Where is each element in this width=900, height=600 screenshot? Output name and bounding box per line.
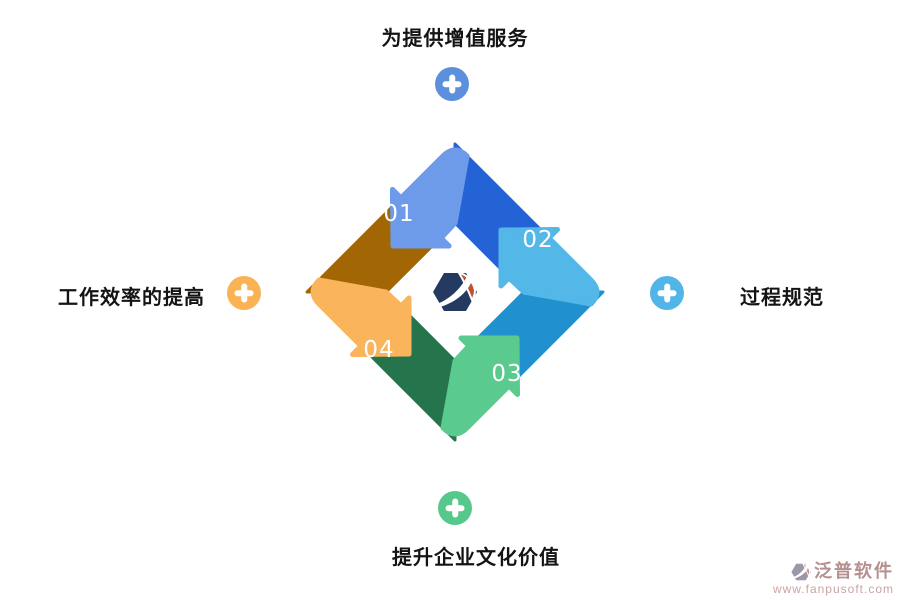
step-number-02: 02 — [522, 227, 553, 253]
step-number-04: 04 — [363, 337, 394, 363]
ribbon-cycle-graphic: 01 02 03 04 — [295, 132, 615, 452]
step-label-right: 过程规范 — [740, 287, 824, 309]
fanpu-logo-icon — [433, 271, 477, 311]
step-number-03: 03 — [491, 361, 522, 387]
plus-icon-right[interactable] — [650, 276, 684, 310]
step-label-top: 为提供增值服务 — [381, 28, 529, 50]
step-label-left: 工作效率的提高 — [58, 287, 205, 309]
watermark-brand: 泛普软件 — [814, 560, 894, 581]
plus-icon-top[interactable] — [435, 67, 469, 101]
watermark-url: www.fanpusoft.com — [772, 581, 894, 596]
plus-icon-bottom[interactable] — [438, 491, 472, 525]
step-number-01: 01 — [383, 201, 414, 227]
watermark: 泛普软件 www.fanpusoft.com — [772, 560, 894, 596]
watermark-logo-icon — [791, 562, 811, 581]
step-label-bottom: 提升企业文化价值 — [392, 547, 560, 569]
ribbon-arrow-01-head-overlay — [392, 150, 467, 246]
plus-icon-left[interactable] — [227, 276, 261, 310]
